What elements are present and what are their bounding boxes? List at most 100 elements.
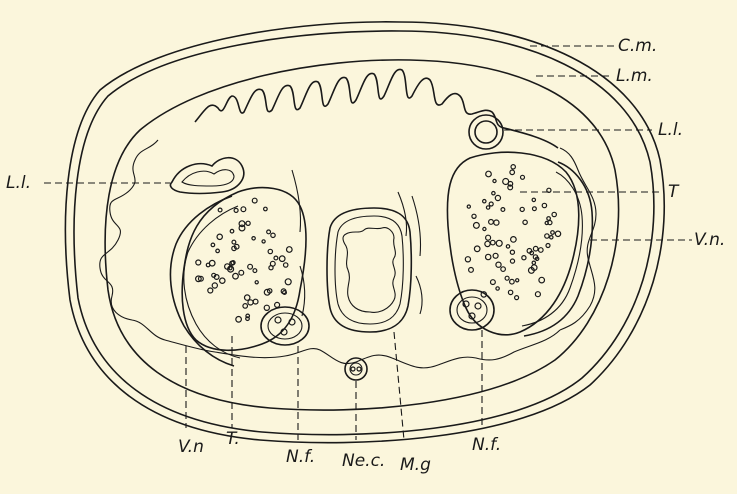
right-tube-vn <box>524 162 592 336</box>
cell-dot <box>552 212 556 216</box>
cell-dot <box>510 279 515 284</box>
cell-dot <box>270 261 275 266</box>
cell-dot <box>283 291 287 295</box>
cell-dot <box>239 270 244 275</box>
cell-dot <box>515 296 519 300</box>
cell-dot <box>486 171 492 177</box>
cell-dot <box>253 269 257 273</box>
cell-dot <box>279 256 285 262</box>
strand-left-b <box>300 266 305 316</box>
cell-dot <box>530 251 534 255</box>
lateral-line-right-outer <box>469 115 503 149</box>
cell-dot <box>545 234 549 238</box>
cell-dot <box>539 277 545 283</box>
cell-dot <box>262 240 265 243</box>
cell-dot <box>287 247 293 253</box>
cell-dot <box>495 195 500 200</box>
cell-dot <box>535 292 540 297</box>
cell-dot <box>486 206 489 209</box>
cell-dot <box>230 229 234 233</box>
cell-dot <box>501 267 506 272</box>
cell-dot <box>232 240 236 244</box>
cell-dot <box>271 233 275 237</box>
label-vn-bottom: V.n <box>178 437 204 457</box>
cell-dot <box>506 245 509 248</box>
cell-dot <box>268 249 272 253</box>
label-nf-right: N.f. <box>472 435 501 455</box>
cell-dot <box>196 260 201 265</box>
cell-dot <box>245 295 250 300</box>
cell-dot <box>496 262 501 267</box>
outer-body-wall <box>65 22 664 443</box>
cell-dot <box>542 203 546 207</box>
cell-dot <box>510 250 514 254</box>
cell-dot <box>551 231 555 235</box>
cell-dot <box>217 234 222 239</box>
cell-dot <box>522 256 526 260</box>
label-cm: C.m. <box>618 36 657 56</box>
cell-dot <box>489 202 493 206</box>
cell-dot <box>516 279 519 282</box>
cell-dot <box>532 198 535 201</box>
cell-dot <box>483 227 486 230</box>
cell-dot <box>467 205 470 208</box>
cell-dot <box>253 299 258 304</box>
cell-dot <box>521 175 525 179</box>
cell-dot <box>510 170 515 175</box>
cell-dot <box>275 302 280 307</box>
cell-dot <box>494 220 499 225</box>
cell-dot <box>243 304 248 309</box>
cell-dot <box>218 208 222 212</box>
cell-dot <box>555 231 560 236</box>
label-li-right: L.l. <box>658 120 683 140</box>
cell-dot <box>511 237 517 243</box>
lower-wavy-line <box>215 330 560 368</box>
cell-dot <box>492 192 495 195</box>
cell-dot <box>220 278 225 283</box>
cell-dot <box>493 253 498 258</box>
cell-dot <box>248 264 253 269</box>
cell-dot <box>246 317 250 321</box>
lateral-line-right-inner <box>475 121 497 143</box>
cell-dot <box>485 241 490 246</box>
cell-dot <box>474 223 480 229</box>
cell-dot <box>233 273 239 279</box>
cell-dot <box>533 246 538 251</box>
cell-dot <box>212 283 217 288</box>
cell-dot <box>501 208 505 212</box>
cell-dot <box>486 254 491 259</box>
cell-dot <box>520 207 524 211</box>
cell-dot <box>216 249 220 253</box>
cell-dot <box>491 280 496 285</box>
cell-dot <box>472 214 476 218</box>
cell-dot <box>539 248 544 253</box>
right-wavy-body-wall <box>560 148 596 330</box>
cell-dot <box>523 220 527 224</box>
nerve-cord-outer <box>345 358 367 380</box>
cell-dot <box>285 279 291 285</box>
cell-dot <box>469 268 474 273</box>
cell-dot <box>496 240 502 246</box>
cell-dot <box>546 244 550 248</box>
cell-dot <box>550 236 553 239</box>
cell-dot <box>248 300 253 305</box>
cell-dot <box>252 198 257 203</box>
cell-dot <box>274 256 278 260</box>
strand-mid-b <box>412 196 421 256</box>
label-lm: L.m. <box>616 66 653 86</box>
cell-dot <box>474 246 480 252</box>
label-nf-left: N.f. <box>286 447 315 467</box>
cell-dot <box>211 243 215 247</box>
midgut-wall <box>335 216 403 324</box>
label-mg: M.g <box>400 455 431 475</box>
cell-dot <box>486 235 491 240</box>
cell-dot <box>511 165 515 169</box>
cell-dot <box>208 288 213 293</box>
label-t-right: T <box>668 182 680 202</box>
cell-dot <box>533 207 537 211</box>
lateral-line-left <box>170 158 243 194</box>
cell-dot <box>505 276 509 280</box>
cell-dot <box>465 257 470 262</box>
label-t-bottom: T. <box>226 429 240 449</box>
